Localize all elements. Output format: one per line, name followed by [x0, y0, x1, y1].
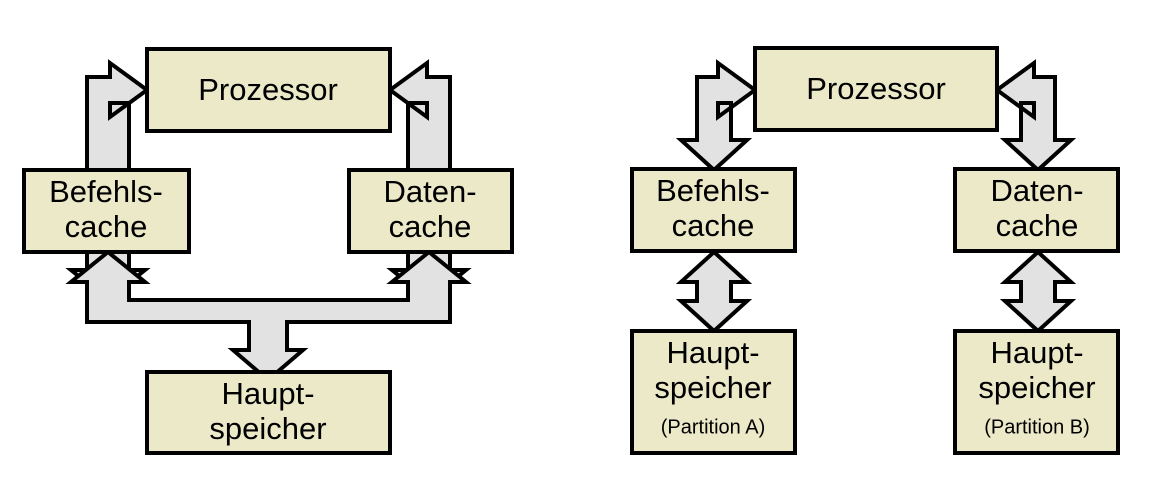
arrow-processor-instruction-cache-right [675, 59, 759, 173]
box-data-cache-right-line2: cache [996, 208, 1079, 243]
left-diagram: Prozessor Befehls- cache Daten- cache Ha… [22, 47, 514, 455]
arrow-caches-main-memory-left [65, 249, 472, 383]
box-instruction-cache-left-rect [22, 168, 191, 254]
box-main-memory-left-line1: Haupt- [221, 376, 314, 411]
box-main-memory-a-line1: Haupt- [666, 335, 759, 370]
box-processor-right: Prozessor [753, 46, 999, 132]
box-main-memory-a-line2: speicher [654, 370, 771, 405]
box-data-cache-right: Daten- cache [953, 167, 1120, 253]
box-instruction-cache-left: Befehls- cache [22, 168, 191, 254]
box-main-memory-a-partition-label: (Partition A) [661, 416, 765, 438]
box-instruction-cache-right-line2: cache [672, 208, 755, 243]
box-main-memory-b-line2: speicher [978, 370, 1095, 405]
box-instruction-cache-left-line1: Befehls- [49, 174, 163, 209]
box-main-memory-b-line1: Haupt- [990, 335, 1083, 370]
arrow-instruction-cache-memory-a [675, 249, 753, 334]
box-processor-left: Prozessor [145, 47, 392, 133]
box-main-memory-b: Haupt- speicher (Partition B) [953, 329, 1120, 455]
box-main-memory-left-rect [145, 370, 392, 455]
arrow-data-cache-memory-b [999, 249, 1077, 334]
box-main-memory-a: Haupt- speicher (Partition A) [630, 329, 797, 455]
box-main-memory-a-rect [630, 329, 797, 455]
box-data-cache-right-rect [953, 167, 1120, 253]
arrow-processor-data-cache-right [993, 59, 1077, 173]
box-main-memory-left-line2: speicher [209, 411, 326, 446]
box-instruction-cache-right-rect [630, 167, 797, 253]
box-processor-right-label: Prozessor [806, 71, 946, 106]
box-data-cache-left-line2: cache [389, 209, 472, 244]
box-instruction-cache-right: Befehls- cache [630, 167, 797, 253]
box-main-memory-b-rect [953, 329, 1120, 455]
box-processor-left-rect [145, 47, 392, 133]
box-processor-right-rect [753, 46, 999, 132]
box-instruction-cache-right-line1: Befehls- [656, 173, 770, 208]
box-main-memory-b-partition-label: (Partition B) [984, 416, 1090, 438]
box-data-cache-left: Daten- cache [347, 168, 514, 254]
box-instruction-cache-left-line2: cache [65, 209, 148, 244]
box-data-cache-left-rect [347, 168, 514, 254]
box-main-memory-left: Haupt- speicher [145, 370, 392, 455]
box-data-cache-left-line1: Daten- [383, 174, 476, 209]
box-processor-left-label: Prozessor [198, 72, 338, 107]
box-data-cache-right-line1: Daten- [990, 173, 1083, 208]
right-diagram: Prozessor Befehls- cache Daten- cache Ha… [630, 46, 1120, 455]
